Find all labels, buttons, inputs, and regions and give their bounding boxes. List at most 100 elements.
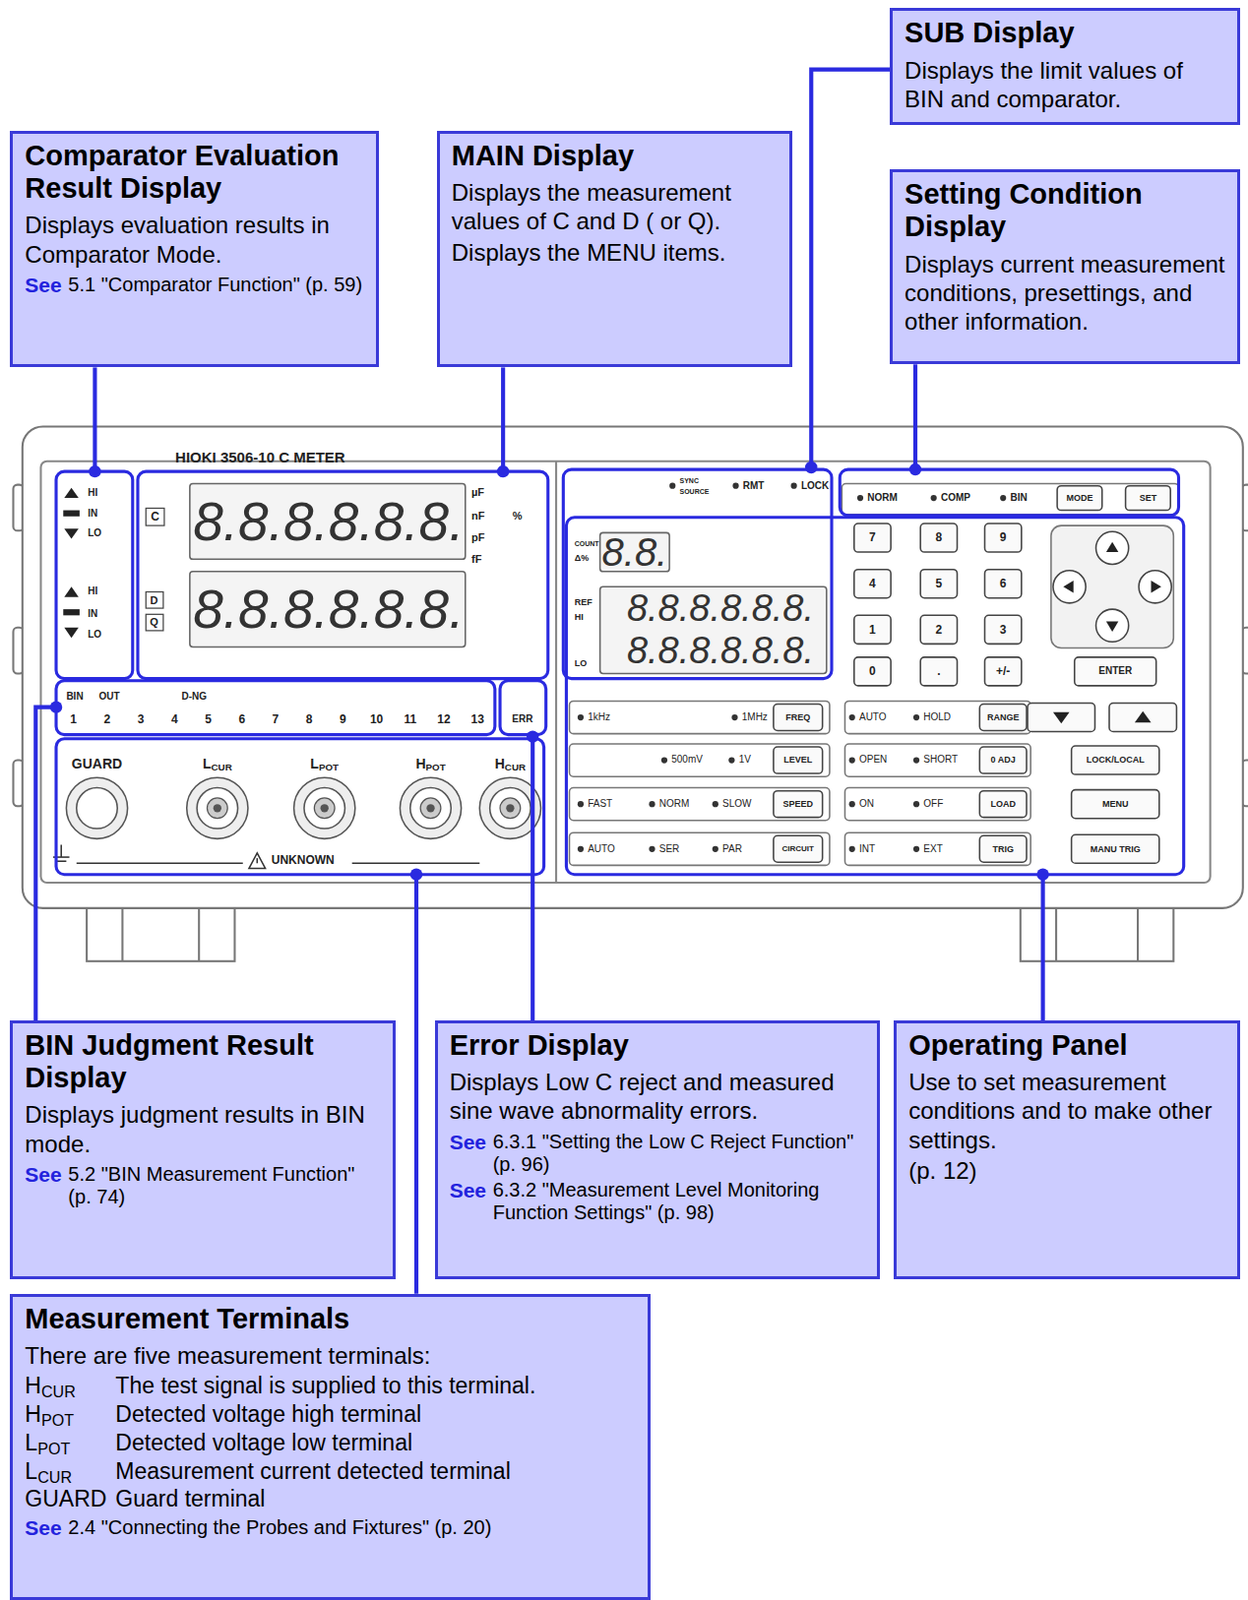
terminal-letter: L: [24, 1458, 38, 1485]
leader-dot: [526, 730, 539, 743]
panel-button: [773, 835, 823, 863]
button-group: [569, 832, 830, 866]
bnc-terminal: [65, 777, 127, 839]
down-arrow: [63, 528, 79, 539]
panel-label: IN: [87, 508, 98, 519]
leader-line: [811, 69, 890, 468]
segment-digits: 8.8.: [602, 532, 669, 572]
segment-digits: 8.8.8.8.8.8.: [192, 581, 464, 636]
region-outline: [562, 469, 832, 680]
terminal-name: LCUR: [24, 1457, 116, 1487]
led-dot: [857, 495, 864, 501]
panel-label: LEVEL: [783, 755, 812, 765]
arrow-key: [1096, 609, 1129, 642]
panel-label: PAR: [722, 844, 743, 855]
front-panel: [40, 461, 1210, 883]
led-dot: [712, 801, 719, 808]
terminal-name: LPOT: [24, 1429, 116, 1458]
callout-box: Comparator Evaluation Result DisplayDisp…: [9, 130, 378, 369]
panel-label: .: [936, 665, 940, 678]
panel-button: [1125, 486, 1172, 511]
panel-label: LPOT: [310, 756, 339, 771]
callout-body: Displays evaluation results in Comparato…: [24, 210, 364, 269]
see-marker: See: [24, 1516, 68, 1541]
panel-label: 4: [171, 713, 179, 726]
panel-label: HPOT: [415, 756, 445, 771]
panel-button: [1109, 703, 1177, 733]
panel-label: fF: [471, 554, 482, 565]
panel-label: FAST: [587, 799, 613, 810]
panel-label: 4: [869, 577, 876, 590]
panel-label: COUNT: [574, 539, 600, 547]
panel-label: TRIG: [992, 844, 1014, 854]
indicator-box: [145, 591, 164, 609]
terminal-description: The test signal is supplied to this term…: [115, 1372, 636, 1401]
terminal-letter: L: [24, 1430, 38, 1456]
led-dot: [849, 714, 856, 721]
callout-body: Displays judgment results in BIN mode.: [24, 1100, 381, 1159]
led-dot: [791, 483, 798, 490]
panel-button: [1071, 834, 1160, 864]
panel-button: [979, 747, 1027, 774]
callout-body: There are five measurement terminals:: [24, 1341, 636, 1371]
callout-box: Measurement TerminalsThere are five meas…: [9, 1294, 651, 1600]
panel-label: 5: [204, 713, 212, 726]
leader-dot: [909, 463, 922, 476]
panel-label: 5: [936, 577, 943, 590]
panel-button: [773, 747, 823, 774]
indicator-box: [145, 614, 164, 631]
led-dot: [849, 846, 856, 853]
panel-button: [1071, 746, 1160, 775]
panel-label: Q: [149, 617, 159, 628]
terminal-subscript: POT: [318, 761, 339, 773]
callout-body: Displays Low C reject and measured sine …: [449, 1067, 866, 1126]
terminal-description: Detected voltage high terminal: [115, 1400, 636, 1430]
panel-label: µF: [471, 486, 485, 498]
panel-label: MODE: [1065, 493, 1093, 502]
leader-dot: [497, 465, 509, 478]
panel-label: nF: [471, 509, 485, 521]
panel-label: RANGE: [987, 712, 1020, 722]
panel-button: [854, 523, 891, 553]
panel-label: FREQ: [785, 712, 811, 722]
equal-bar: [62, 510, 80, 517]
terminal-letter: H: [495, 755, 505, 772]
panel-label: BIN: [65, 691, 83, 702]
down-key-symbol: [1053, 712, 1070, 724]
panel-label: AUTO: [587, 844, 616, 855]
leader-line: [530, 737, 535, 1021]
panel-label: %: [512, 509, 523, 521]
terminal-letter: L: [202, 755, 212, 772]
arrow-key-symbol: [1106, 622, 1119, 632]
panel-label: UNKNOWN: [271, 854, 335, 867]
panel-button: [773, 791, 823, 818]
terminal-name: HPOT: [24, 1400, 116, 1430]
panel-label: COMP: [940, 493, 971, 503]
panel-label: 0 ADJ: [991, 755, 1016, 765]
panel-label: MANU TRIG: [1090, 844, 1141, 854]
unknown-bracket-line: [352, 863, 481, 866]
arrow-key-symbol: [1106, 542, 1119, 553]
bnc-terminal-core: [206, 798, 228, 819]
foot-line: [121, 906, 124, 962]
panel-label: EXT: [923, 844, 942, 855]
instrument-body: [22, 427, 1244, 909]
warning-symbol: [255, 858, 258, 864]
panel-label: SYNC: [680, 477, 699, 485]
panel-label: 10: [370, 713, 383, 726]
up-key-symbol: [1134, 711, 1152, 723]
arrow-key: [1053, 570, 1086, 604]
callout-box: SUB DisplayDisplays the limit values of …: [889, 7, 1241, 125]
display-window: [189, 484, 466, 561]
panel-divider: [555, 461, 558, 883]
callout-body: Displays the MENU items.: [451, 238, 778, 267]
panel-label: ON: [859, 799, 874, 810]
led-dot: [648, 846, 655, 853]
bnc-terminal: [187, 777, 249, 839]
led-dot: [661, 756, 668, 763]
terminal-letter: H: [24, 1401, 42, 1428]
panel-button: [985, 615, 1022, 644]
bnc-terminal-core: [420, 798, 441, 819]
led-dot: [669, 483, 676, 490]
